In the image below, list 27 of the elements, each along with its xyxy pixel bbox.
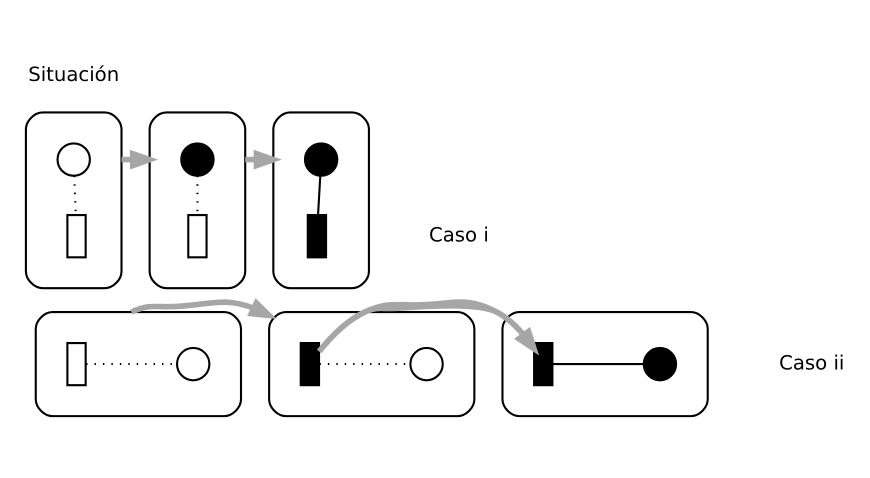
node-bar: [533, 342, 554, 386]
cluster: [268, 311, 476, 418]
node-circle: [409, 346, 444, 382]
connector: [552, 363, 644, 366]
node-bar: [66, 342, 87, 386]
node-bar: [300, 342, 320, 386]
node-circle: [176, 346, 210, 382]
connector: [317, 176, 322, 215]
arrow: [130, 298, 277, 320]
node-bar: [306, 214, 328, 258]
cluster: [148, 111, 246, 290]
node-bar: [187, 214, 208, 258]
arrow: [317, 299, 540, 356]
cluster: [34, 311, 242, 418]
label: Situación: [28, 63, 120, 86]
arrow: [122, 150, 158, 170]
label: Caso i: [429, 223, 489, 246]
node-circle: [56, 142, 91, 177]
node-circle: [642, 346, 678, 382]
arrow: [245, 150, 282, 170]
cluster: [272, 111, 370, 290]
node-bar: [66, 214, 87, 258]
node-circle: [304, 142, 338, 177]
cluster: [501, 311, 709, 418]
cluster: [24, 111, 123, 290]
label: Caso ii: [779, 351, 844, 374]
node-circle: [180, 142, 215, 177]
